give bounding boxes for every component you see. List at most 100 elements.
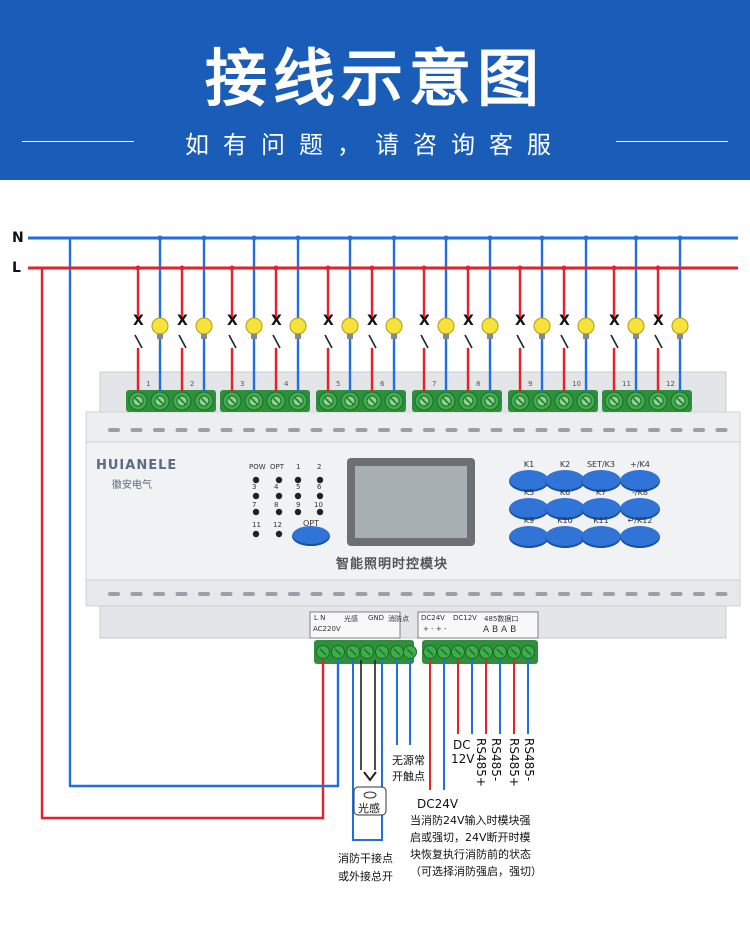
vent-slot bbox=[198, 428, 210, 432]
vent-slot bbox=[265, 592, 278, 596]
fire-contact-wire bbox=[352, 660, 383, 841]
bottom-terminal-block bbox=[314, 640, 538, 664]
bus-lines bbox=[28, 236, 738, 270]
term-label-485: 485数据口 bbox=[484, 615, 519, 623]
bulb-base bbox=[443, 334, 449, 339]
dc24-note-1: 当消防24V输入时模块强 bbox=[410, 814, 531, 827]
term-label-fire: 消防点 bbox=[388, 615, 409, 623]
keypad-button[interactable] bbox=[509, 498, 549, 520]
vent-slot bbox=[333, 592, 345, 596]
vent-slot bbox=[670, 428, 683, 432]
screw-slot bbox=[334, 648, 342, 656]
keypad-button-label: K5 bbox=[523, 488, 535, 497]
v12-label: 12V bbox=[451, 752, 475, 766]
screw-slot bbox=[378, 648, 386, 656]
sensor-icon bbox=[363, 771, 377, 782]
keypad-button[interactable] bbox=[581, 498, 621, 520]
bulb-icon bbox=[151, 317, 169, 335]
keypad-button[interactable] bbox=[620, 526, 660, 548]
screw-slot bbox=[486, 397, 494, 405]
rs485-2p-label: RS485+ bbox=[507, 738, 521, 787]
bulb-icon bbox=[577, 317, 595, 335]
vent-slot bbox=[175, 592, 188, 596]
vent-slot bbox=[130, 428, 143, 432]
term-label-dc24: DC24V bbox=[421, 614, 445, 622]
screw-slot bbox=[134, 397, 142, 405]
switch-contact bbox=[464, 334, 473, 349]
terminal-bar bbox=[602, 390, 692, 412]
subtitle-divider-right bbox=[616, 141, 728, 142]
led-label: 8 bbox=[274, 501, 279, 509]
screw-slot bbox=[406, 648, 414, 656]
keypad-button[interactable] bbox=[545, 526, 585, 548]
bulb-base bbox=[539, 334, 545, 339]
switch-x-mark: X bbox=[367, 313, 378, 329]
bulb-base bbox=[251, 334, 257, 339]
vent-slot bbox=[378, 428, 390, 432]
channel-number: 6 bbox=[380, 380, 385, 388]
vent-slot bbox=[558, 428, 570, 432]
keypad-button[interactable] bbox=[509, 526, 549, 548]
switch-contact bbox=[178, 334, 187, 349]
keypad-button[interactable] bbox=[581, 470, 621, 492]
screw-slot bbox=[632, 397, 640, 405]
keypad-button[interactable] bbox=[545, 470, 585, 492]
keypad-button[interactable] bbox=[509, 470, 549, 492]
vent-slot bbox=[355, 428, 368, 432]
vent-slot bbox=[310, 592, 323, 596]
screw-slot bbox=[324, 397, 332, 405]
vent-slot bbox=[513, 592, 525, 596]
opt-button-label: OPT bbox=[302, 519, 319, 528]
channel-number: 1 bbox=[146, 380, 150, 388]
vent-slot bbox=[715, 428, 728, 432]
keypad-button-label: K7 bbox=[595, 488, 607, 497]
screw-slot bbox=[440, 648, 448, 656]
bulb-base bbox=[347, 334, 353, 339]
channel-number: 11 bbox=[622, 380, 631, 388]
term-label-ln: L N bbox=[314, 614, 326, 622]
module-name: 智能照明时控模块 bbox=[336, 557, 449, 572]
bulb-base bbox=[157, 334, 163, 339]
led-label: 5 bbox=[296, 483, 301, 491]
switch-contact bbox=[368, 334, 377, 349]
dry-contact-label-2: 开触点 bbox=[392, 770, 425, 783]
vent-slot bbox=[468, 592, 480, 596]
vent-slot bbox=[288, 592, 300, 596]
vent-slot bbox=[580, 428, 593, 432]
vent-slot bbox=[153, 592, 165, 596]
status-led bbox=[275, 476, 283, 484]
keypad-button[interactable] bbox=[620, 470, 660, 492]
switch-x-mark: X bbox=[515, 313, 526, 329]
keypad-button-label: K2 bbox=[559, 460, 571, 469]
keypad-button-label: SET/K3 bbox=[586, 460, 616, 469]
screw-slot bbox=[363, 648, 371, 656]
bulb-icon bbox=[289, 317, 307, 335]
keypad-button[interactable] bbox=[581, 526, 621, 548]
opt-button[interactable] bbox=[292, 526, 330, 546]
channel-number: 7 bbox=[432, 380, 436, 388]
keypad-button[interactable] bbox=[545, 498, 585, 520]
screw-slot bbox=[368, 397, 376, 405]
keypad-button[interactable] bbox=[620, 498, 660, 520]
vent-slot bbox=[355, 592, 368, 596]
channel-number: 8 bbox=[476, 380, 480, 388]
switch-x-mark: X bbox=[463, 313, 474, 329]
screw-slot bbox=[538, 397, 546, 405]
vent-slot bbox=[648, 428, 660, 432]
vent-slot bbox=[445, 592, 458, 596]
led-label: 9 bbox=[296, 501, 301, 509]
switch-contact bbox=[228, 334, 237, 349]
rs485-2m-label: RS485- bbox=[522, 738, 536, 782]
bulb-icon bbox=[437, 317, 455, 335]
rs485-1m-label: RS485- bbox=[489, 738, 503, 782]
vent-slot bbox=[333, 428, 345, 432]
screw-slot bbox=[560, 397, 568, 405]
term-label-gnd: GND bbox=[368, 614, 385, 622]
vent-slots bbox=[108, 428, 728, 596]
keypad-button-label: ↵/K12 bbox=[627, 516, 653, 525]
channel-number: 9 bbox=[528, 380, 532, 388]
terminal-bar bbox=[412, 390, 502, 412]
status-led bbox=[316, 492, 324, 500]
dc24-note-3: 块恢复执行消防前的状态 bbox=[410, 848, 531, 861]
vent-slot bbox=[153, 428, 165, 432]
